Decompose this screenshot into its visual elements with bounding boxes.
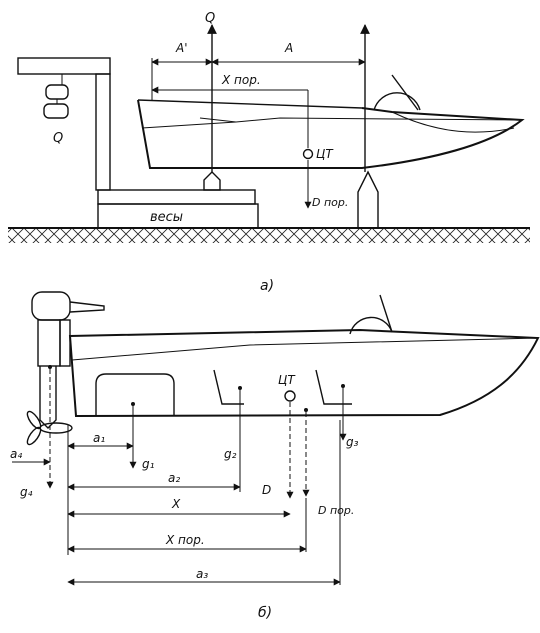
g1-point xyxy=(131,402,135,406)
label-CT: ЦТ xyxy=(316,147,334,161)
label-a3: a₃ xyxy=(196,567,208,581)
label-X-por-b: X пор. xyxy=(165,533,205,547)
D-por-point xyxy=(304,408,308,412)
scale-platform xyxy=(97,189,259,229)
label-D-por: D пор. xyxy=(312,196,348,209)
g2-point xyxy=(238,386,242,390)
label-X-por: X пор. xyxy=(221,73,261,87)
label-Q-top: Q xyxy=(205,11,215,26)
label-X-b: X xyxy=(171,497,181,511)
label-a2: a₂ xyxy=(168,471,180,485)
center-of-gravity-marker xyxy=(302,148,314,160)
label-a1: a₁ xyxy=(93,431,105,445)
g4-point xyxy=(48,365,52,369)
caption-a: а) xyxy=(260,278,274,294)
boat-hull-b xyxy=(68,294,540,418)
label-g2: g₂ xyxy=(224,447,237,461)
label-CT-b: ЦТ xyxy=(278,373,296,387)
crane-frame xyxy=(17,57,111,191)
support-right xyxy=(357,170,379,229)
support-left xyxy=(203,171,221,191)
label-Q-weight: Q xyxy=(53,131,63,146)
outboard-motor xyxy=(31,291,105,429)
label-A-prime: A' xyxy=(175,41,188,55)
center-of-gravity-marker-b xyxy=(284,390,296,402)
propeller-icon xyxy=(26,410,73,446)
label-A: A xyxy=(284,41,293,55)
label-g1: g₁ xyxy=(142,457,155,471)
hanging-weight-icon xyxy=(43,84,69,119)
figure-b: ЦТ a₄ a₁ g₁ g₂ g₃ g₄ a₂ X D D пор. X пор… xyxy=(10,291,540,621)
g3-point xyxy=(341,384,345,388)
label-g4: g₄ xyxy=(20,485,33,499)
label-D-por-b: D пор. xyxy=(318,504,354,517)
ground-hatch xyxy=(8,227,530,243)
label-g3: g₃ xyxy=(346,435,359,449)
figure-a: Q A' A X пор. Q ЦТ D пор. весы а) xyxy=(8,11,530,294)
label-a4: a₄ xyxy=(10,447,22,461)
label-D: D xyxy=(262,483,271,497)
caption-b: б) xyxy=(258,605,272,621)
boat-hull-a xyxy=(137,74,525,169)
label-scale: весы xyxy=(150,210,183,225)
